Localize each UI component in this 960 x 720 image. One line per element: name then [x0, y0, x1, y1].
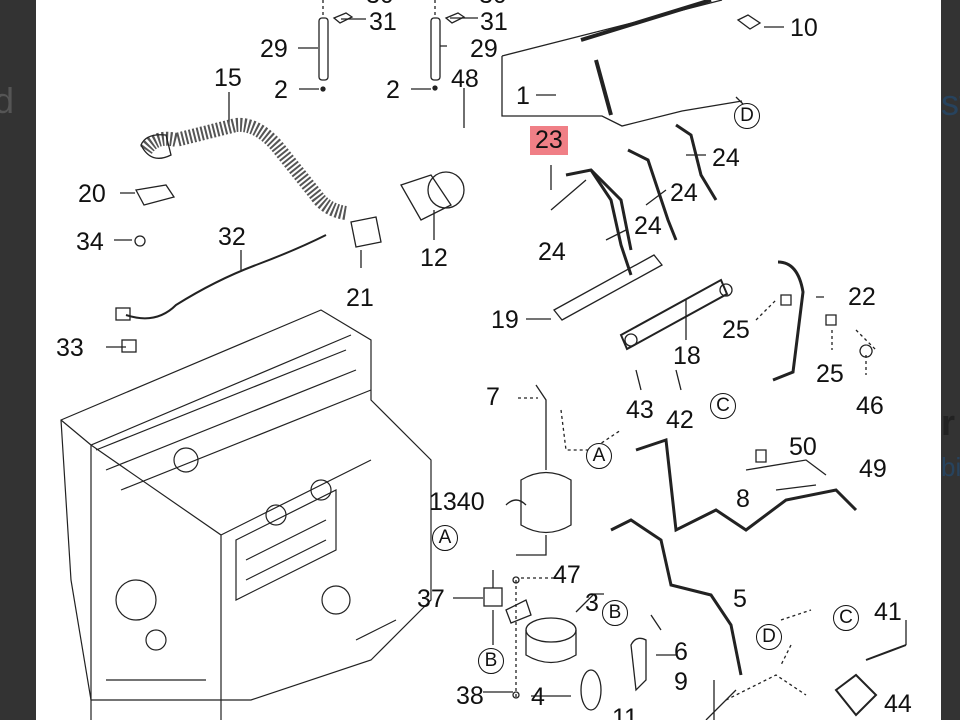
- fuel-rail: [553, 254, 663, 321]
- callout[interactable]: 5: [733, 585, 747, 613]
- ref-marker[interactable]: B: [478, 648, 504, 674]
- callout[interactable]: 29: [470, 35, 498, 63]
- callout[interactable]: 24: [538, 238, 566, 266]
- callout[interactable]: 20: [78, 180, 106, 208]
- callout[interactable]: 24: [712, 144, 740, 172]
- callout[interactable]: 11: [612, 704, 638, 720]
- background-text: st: [941, 82, 960, 123]
- callout-highlighted[interactable]: 23: [530, 126, 568, 155]
- callout[interactable]: 31: [480, 8, 508, 36]
- callout[interactable]: 47: [553, 561, 581, 589]
- wiring-harness: [125, 234, 327, 320]
- callout[interactable]: 15: [214, 64, 242, 92]
- ref-marker[interactable]: B: [602, 600, 628, 626]
- callout[interactable]: 38: [456, 682, 484, 710]
- callout[interactable]: 50: [789, 433, 817, 461]
- callout[interactable]: 42: [666, 406, 694, 434]
- injector-left: [318, 0, 354, 92]
- callout[interactable]: 7: [486, 383, 500, 411]
- callout[interactable]: 46: [856, 392, 884, 420]
- callout[interactable]: 6: [674, 638, 688, 666]
- callout[interactable]: 2: [386, 76, 400, 104]
- parts-diagram-modal: 30 31 29 2 30 31 29 2 48 15 20 34 32 21 …: [36, 0, 941, 720]
- callout[interactable]: 33: [56, 334, 84, 362]
- callout[interactable]: 32: [218, 223, 246, 251]
- ref-marker[interactable]: C: [833, 605, 859, 631]
- callout[interactable]: 30: [366, 0, 394, 8]
- background-text: r: [941, 402, 956, 443]
- callout[interactable]: 41: [874, 598, 902, 626]
- callout[interactable]: 43: [626, 396, 654, 424]
- ref-marker[interactable]: D: [756, 624, 782, 650]
- background-text: bi: [941, 452, 960, 482]
- callout[interactable]: 24: [634, 212, 662, 240]
- callout[interactable]: 3: [585, 589, 599, 617]
- callout[interactable]: 34: [76, 228, 104, 256]
- callout[interactable]: 25: [722, 316, 750, 344]
- callout[interactable]: 49: [859, 455, 887, 483]
- ref-marker[interactable]: A: [432, 525, 458, 551]
- callout[interactable]: 22: [848, 283, 876, 311]
- callout[interactable]: 29: [260, 35, 288, 63]
- ref-marker[interactable]: C: [710, 393, 736, 419]
- callout[interactable]: 1340: [429, 488, 485, 516]
- callout[interactable]: 12: [420, 244, 448, 272]
- egr-pipe: [140, 117, 348, 220]
- callout[interactable]: 24: [670, 179, 698, 207]
- callout[interactable]: 48: [451, 65, 479, 93]
- callout[interactable]: 19: [491, 306, 519, 334]
- callout[interactable]: 2: [274, 76, 288, 104]
- callout[interactable]: 10: [790, 14, 818, 42]
- injector-right: [430, 0, 466, 91]
- callout[interactable]: 8: [736, 485, 750, 513]
- callout[interactable]: 37: [417, 585, 445, 613]
- background-text: d: [0, 80, 15, 121]
- callout[interactable]: 1: [516, 82, 530, 110]
- callout[interactable]: 4: [531, 683, 545, 711]
- callout[interactable]: 31: [369, 8, 397, 36]
- callout[interactable]: 21: [346, 284, 374, 312]
- ref-marker[interactable]: D: [734, 103, 760, 129]
- callout[interactable]: 18: [673, 342, 701, 370]
- ref-marker[interactable]: A: [586, 443, 612, 469]
- callout[interactable]: 44: [884, 690, 912, 718]
- parts-diagram-drawing: [60, 0, 907, 720]
- fuel-filter: [520, 471, 572, 534]
- callout[interactable]: 9: [674, 668, 688, 696]
- callout[interactable]: 30: [479, 0, 507, 8]
- engine-block: [60, 309, 432, 720]
- callout[interactable]: 25: [816, 360, 844, 388]
